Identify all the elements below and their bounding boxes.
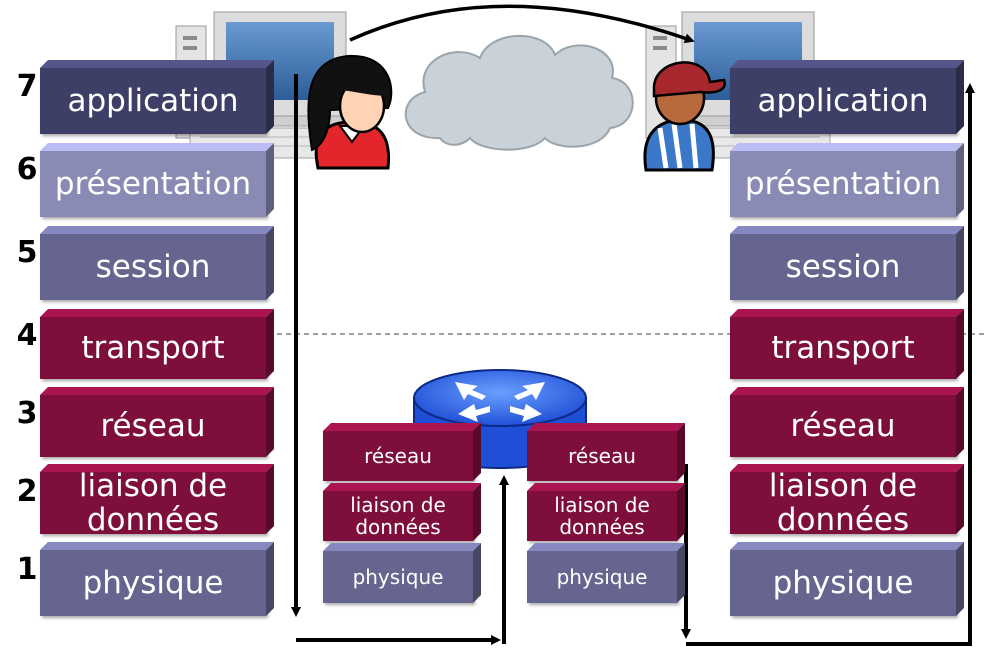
- right-layer-session: session: [730, 234, 956, 300]
- layer-number-2: 2: [16, 474, 38, 509]
- router-right-layer-reseau: réseau: [527, 431, 677, 481]
- layer-label: réseau: [100, 407, 206, 444]
- layer-label-line2: données: [776, 502, 910, 538]
- layer-label: physique: [82, 564, 224, 601]
- layer-label-line1: liaison de: [554, 493, 650, 517]
- layer-label: physique: [772, 564, 914, 601]
- layer-label-line2: données: [355, 515, 441, 539]
- layer-label-line2: données: [559, 515, 645, 539]
- router-left-layer-physique: physique: [323, 551, 473, 603]
- right-layer-presentation: présentation: [730, 151, 956, 217]
- router-right-layer-physique: physique: [527, 551, 677, 603]
- layer-number-5: 5: [16, 235, 38, 270]
- layer-number-1: 1: [16, 552, 38, 587]
- layer-number-7: 7: [16, 69, 38, 104]
- layer-label: application: [757, 82, 929, 119]
- layer-label-line1: liaison de: [768, 467, 918, 504]
- layer-label: transport: [81, 329, 225, 366]
- left-layer-physique: physique: [40, 550, 266, 616]
- layer-number-3: 3: [16, 396, 38, 431]
- layer-label-line2: données: [86, 502, 220, 538]
- layer-label: application: [67, 82, 239, 119]
- layer-label: présentation: [54, 165, 252, 202]
- layer-number-4: 4: [16, 318, 38, 353]
- right-layer-physique: physique: [730, 550, 956, 616]
- left-layer-transport: transport: [40, 317, 266, 379]
- left-layer-reseau: réseau: [40, 395, 266, 457]
- layer-label: physique: [352, 565, 444, 589]
- layer-number-6: 6: [16, 152, 38, 187]
- woman-user-icon: [307, 54, 393, 170]
- layer-label: physique: [556, 565, 648, 589]
- router-left-layer-reseau: réseau: [323, 431, 473, 481]
- right-layer-transport: transport: [730, 317, 956, 379]
- layer-label-line1: liaison de: [78, 467, 228, 504]
- man-cap-user-icon: [643, 61, 726, 172]
- layer-label: session: [785, 248, 901, 285]
- connection-arrow: [349, 4, 695, 44]
- left-layer-application: application: [40, 68, 266, 134]
- right-layer-reseau: réseau: [730, 395, 956, 457]
- layer-label: session: [95, 248, 211, 285]
- layer-label: présentation: [744, 165, 942, 202]
- layer-label-line1: liaison de: [350, 493, 446, 517]
- layer-label: réseau: [568, 444, 636, 468]
- layer-label: transport: [771, 329, 915, 366]
- left-layer-session: session: [40, 234, 266, 300]
- right-layer-application: application: [730, 68, 956, 134]
- left-layer-presentation: présentation: [40, 151, 266, 217]
- layer-label: réseau: [364, 444, 432, 468]
- layer-label: réseau: [790, 407, 896, 444]
- cloud-icon: [404, 34, 634, 151]
- data-flow-arrows: [291, 74, 975, 646]
